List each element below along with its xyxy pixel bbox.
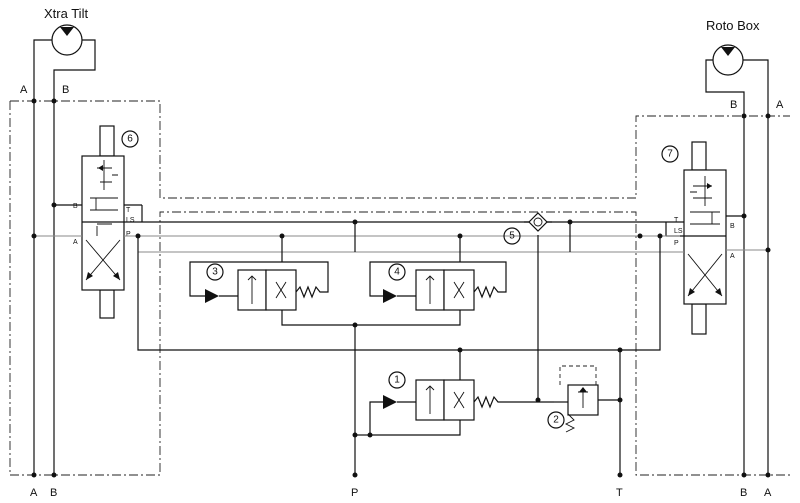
valve-7 [665, 141, 727, 335]
port-label-a-top-left: A [20, 84, 28, 96]
enclosure-outlines [9, 100, 790, 476]
valve-3 [189, 261, 329, 311]
callout-2: 2 [553, 415, 559, 426]
valve7-port-t: T [674, 217, 679, 224]
callout-7: 7 [667, 149, 673, 160]
valve6-connections [31, 202, 82, 239]
port-label-a-bottom-right: A [764, 487, 772, 499]
port-label-a-bottom-left: A [30, 487, 38, 499]
callout-5: 5 [509, 231, 515, 242]
port-label-b-top-right: B [730, 99, 737, 111]
motor-roto-box-label: Roto Box [706, 18, 760, 33]
valve7-port-ls: LS [674, 228, 683, 235]
valve6-port-b: B [73, 203, 78, 210]
callout-4: 4 [394, 267, 400, 278]
valve6-port-a: A [73, 239, 78, 246]
port-label-p: P [351, 487, 358, 499]
shuttle-valve-5 [524, 212, 552, 232]
valve-1 [352, 378, 554, 438]
valve7-port-b: B [730, 223, 735, 230]
motor-xtra-tilt-label: Xtra Tilt [44, 6, 88, 21]
callout-3: 3 [212, 267, 218, 278]
port-label-b-bottom-right: B [740, 487, 747, 499]
motor-roto-box [705, 44, 769, 116]
port-label-t: T [616, 487, 623, 499]
valve-4 [369, 261, 507, 311]
port-label-b-bottom-left: B [50, 487, 57, 499]
port-label-a-top-right: A [776, 99, 784, 111]
callout-6: 6 [127, 134, 133, 145]
valve-6 [81, 125, 143, 319]
callouts [121, 130, 679, 429]
valve6-port-p: P [126, 231, 131, 238]
valve7-port-a: A [730, 253, 735, 260]
valve7-port-p: P [674, 240, 679, 247]
relief-valve-2 [535, 365, 623, 433]
valve7-connections [726, 213, 771, 253]
callout-1: 1 [394, 375, 400, 386]
motor-xtra-tilt [33, 24, 96, 101]
valve6-port-ls: LS [126, 217, 135, 224]
port-label-b-top-left: B [62, 84, 69, 96]
valve6-port-t: T [126, 207, 131, 214]
internal-lines [124, 219, 684, 400]
